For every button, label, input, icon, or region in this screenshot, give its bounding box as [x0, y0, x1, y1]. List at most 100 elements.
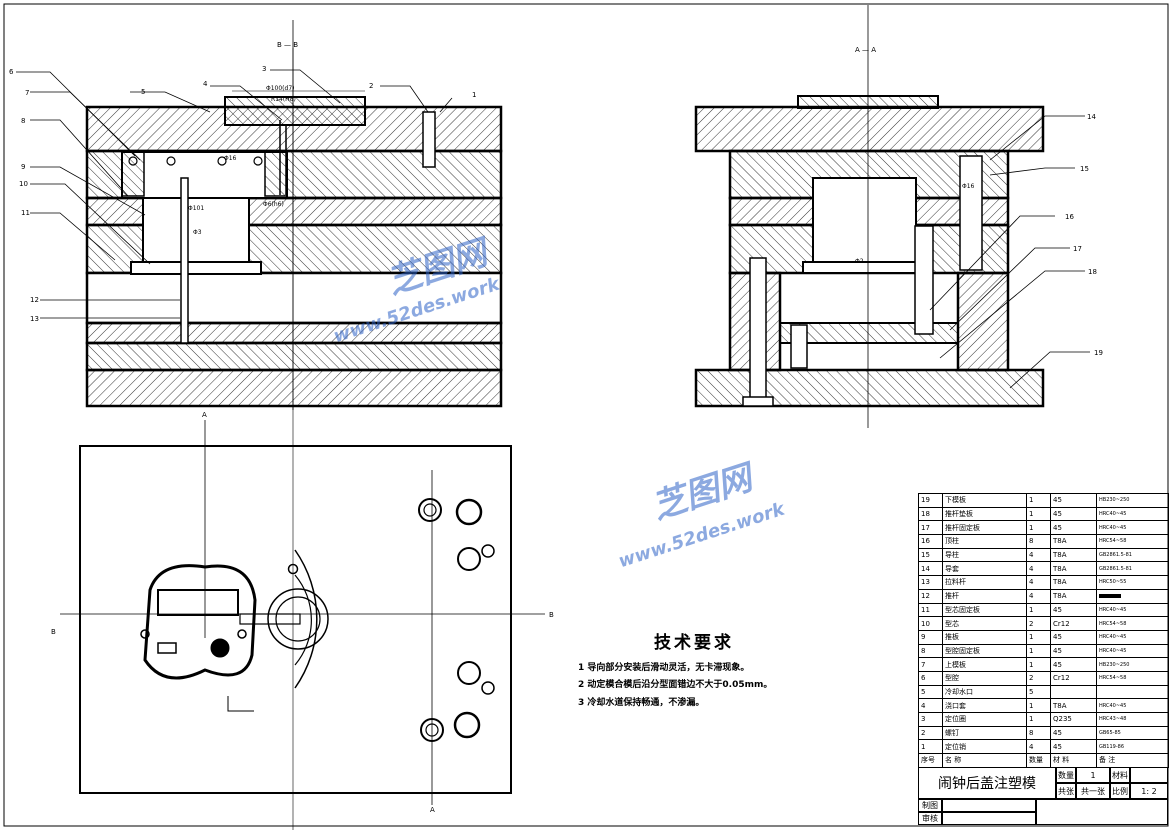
bom-cell-qty: 1 — [1026, 506, 1051, 522]
bom-cell-spec: HRC54~58 — [1096, 670, 1169, 686]
bom-cell-material: T8A — [1050, 561, 1097, 577]
bom-cell-name: 型腔固定板 — [942, 643, 1027, 659]
bom-cell-material: T8A — [1050, 588, 1097, 604]
bom-cell-qty: 4 — [1026, 561, 1051, 577]
bom-cell-name: 冷却水口 — [942, 684, 1027, 700]
dim-d3: Φ101 — [188, 205, 204, 212]
dimension-labels: Φ100(d7) R14(H8) Φ101 Φ3 Φ6(h6) Φ16 Φ16 … — [188, 85, 975, 265]
bom-cell-qty: 1 — [1026, 698, 1051, 713]
section-view-b-b — [85, 20, 503, 830]
checked-by — [942, 812, 1036, 825]
bom-cell-no: 3 — [918, 712, 943, 727]
callout-8: 8 — [21, 117, 25, 125]
bom-cell-name: 定位销 — [942, 739, 1027, 755]
bom-cell-spec: HRC50~55 — [1096, 575, 1169, 590]
dim-d8: Φ2 — [855, 258, 864, 265]
bom-cell-material: 45 — [1050, 602, 1097, 618]
bom-cell-material: 45 — [1050, 657, 1097, 672]
dim-d6: Φ16 — [224, 155, 237, 162]
bom-cell-no: 14 — [918, 561, 943, 577]
callout-15: 15 — [1080, 165, 1089, 173]
bom-cell-no: 16 — [918, 534, 943, 549]
section-title-b-b: B — B — [277, 41, 298, 49]
bom-cell-spec: GB2861.5-81 — [1096, 561, 1169, 577]
bom-cell-spec: HRC40~45 — [1096, 602, 1169, 618]
bom-cell-qty: 8 — [1026, 725, 1051, 741]
bom-cell-name: 上模板 — [942, 657, 1027, 672]
bom-cell-name: 导柱 — [942, 547, 1027, 563]
callout-4: 4 — [203, 80, 208, 88]
material-value — [1130, 767, 1168, 783]
bom-cell-no: 12 — [918, 588, 943, 604]
tech-req-line-1: 1 导向部分安装后滑动灵活，无卡滞现象。 — [578, 663, 750, 673]
bom-cell-qty: 1 — [1026, 493, 1051, 508]
bom-cell-spec: GB119-86 — [1096, 739, 1169, 755]
bom-cell-material — [1050, 684, 1097, 700]
bom-cell-material: 45 — [1050, 629, 1097, 645]
bom-cell-no: 17 — [918, 520, 943, 536]
drawing-border — [3, 3, 1169, 827]
tech-req-line-2: 2 动定模合模后沿分型面错边不大于0.05mm。 — [578, 680, 773, 690]
section-title-a-a: A — A — [855, 46, 876, 54]
callout-14: 14 — [1087, 113, 1096, 121]
plan-view — [60, 420, 545, 805]
redacted-bar — [1099, 593, 1121, 598]
bom-cell-material: Cr12 — [1050, 616, 1097, 631]
bom-cell-no: 9 — [918, 629, 943, 645]
bom-cell-material: 45 — [1050, 643, 1097, 659]
bom-cell-qty: 2 — [1026, 616, 1051, 631]
section-mark-b-left: B — [51, 628, 56, 636]
bom-cell-material: T8A — [1050, 575, 1097, 590]
bom-cell-qty: 1 — [1026, 657, 1051, 672]
bom-cell-material: 45 — [1050, 725, 1097, 741]
callout-18: 18 — [1088, 268, 1097, 276]
qty-value: 1 — [1076, 767, 1110, 783]
bom-cell-qty: 1 — [1026, 602, 1051, 618]
callout-13: 13 — [30, 315, 39, 323]
bom-cell-name: 定位圈 — [942, 712, 1027, 727]
bom-cell-no: 13 — [918, 575, 943, 590]
leader-lines — [16, 69, 1090, 389]
tech-req-line-3: 3 冷却水道保持畅通，不渗漏。 — [578, 698, 705, 708]
bom-cell-no: 10 — [918, 616, 943, 631]
callout-7: 7 — [25, 89, 29, 97]
bom-cell-spec: HRC40~45 — [1096, 520, 1169, 536]
bom-cell-no: 8 — [918, 643, 943, 659]
bom-header-material: 材 料 — [1050, 753, 1097, 768]
callout-2: 2 — [369, 82, 373, 90]
drawing-title: 闹钟后盖注塑模 — [918, 767, 1056, 799]
bom-cell-name: 型腔 — [942, 670, 1027, 686]
section-mark-b-right: B — [549, 611, 554, 619]
bom-cell-no: 7 — [918, 657, 943, 672]
bom-cell-material: T8A — [1050, 547, 1097, 563]
callout-10: 10 — [19, 180, 28, 188]
callout-6: 6 — [9, 68, 14, 76]
bom-cell-material: 45 — [1050, 520, 1097, 536]
title-block: 闹钟后盖注塑模 数量 1 材料 共张 共一张 比例 1: 2 制图 审核 — [918, 767, 1168, 825]
dim-d7: Φ16 — [962, 183, 975, 190]
bom-cell-qty: 4 — [1026, 547, 1051, 563]
bom-cell-no: 5 — [918, 684, 943, 700]
bom-cell-spec: HRC40~45 — [1096, 698, 1169, 713]
bom-cell-qty: 5 — [1026, 684, 1051, 700]
bom-cell-spec: HRC40~45 — [1096, 506, 1169, 522]
bom-cell-no: 4 — [918, 698, 943, 713]
bom-cell-name: 下模板 — [942, 493, 1027, 508]
bom-cell-spec: HB230~250 — [1096, 657, 1169, 672]
bom-cell-material: 45 — [1050, 493, 1097, 508]
bom-cell-no: 18 — [918, 506, 943, 522]
bom-cell-no: 11 — [918, 602, 943, 618]
scale-label: 比例 — [1110, 783, 1130, 799]
drawn-by — [942, 799, 1036, 812]
bom-cell-qty: 4 — [1026, 739, 1051, 755]
